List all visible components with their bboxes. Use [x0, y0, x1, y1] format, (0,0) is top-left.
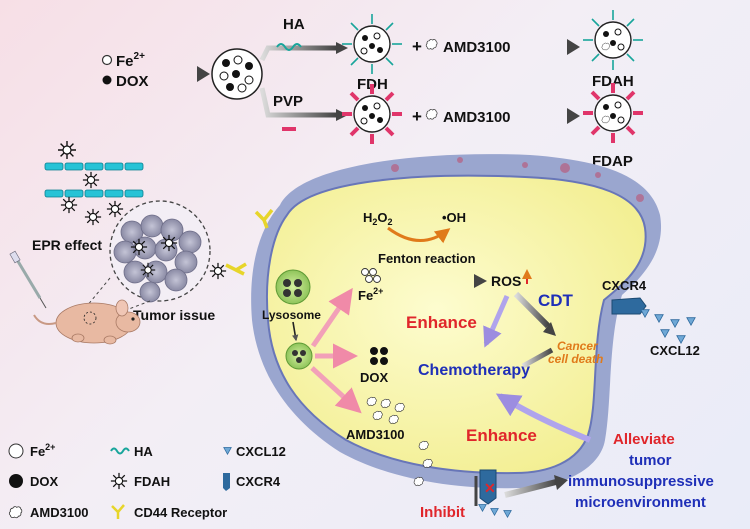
legend-cxcl12-label: CXCL12: [236, 444, 286, 459]
arrow-to-amd: [310, 366, 362, 414]
fdah-particle: [106, 200, 124, 218]
enhance-arrow-2: [495, 393, 592, 443]
syringe-icon: [9, 250, 47, 309]
dox-dot: [102, 75, 112, 85]
tumor-label: tumor: [629, 452, 672, 469]
tumor-issue-label: Tumor issue: [133, 307, 215, 323]
enhance-label-1: Enhance: [406, 313, 477, 332]
alleviate-label: Alleviate: [613, 431, 675, 448]
ros-to-death-arrow: [513, 291, 551, 329]
legend-dox-label: DOX: [30, 474, 59, 489]
amd-label-2: AMD3100: [443, 109, 511, 126]
fdap-label: FDAP: [592, 153, 633, 170]
fdah-particle: [60, 196, 78, 214]
legend-ha-label: HA: [134, 444, 153, 459]
death-line1: Cancer: [557, 339, 599, 353]
cell-amd-label: AMD3100: [346, 427, 405, 442]
amd-label-1: AMD3100: [443, 39, 511, 56]
enhance-label-2: Enhance: [466, 426, 537, 445]
lysosome: [275, 269, 311, 305]
legend-cd44-label: CD44 Receptor: [134, 505, 227, 520]
lysosome-release-arrow: [292, 321, 299, 342]
fdah-particle: [209, 262, 227, 280]
core-nanoparticle: [211, 48, 263, 100]
cdt-label: CDT: [538, 291, 574, 310]
cxcr4-receptor-bottom: [479, 469, 497, 505]
to-microenv-arrow: [504, 479, 557, 498]
fdah-particle: [84, 208, 102, 226]
lysosome-label: Lysosome: [262, 308, 321, 322]
mouse-illustration: [33, 299, 141, 345]
legend-cxcr4-label: CXCR4: [236, 474, 281, 489]
fe-label: Fe2+: [116, 51, 145, 70]
legend-fdah-label: FDAH: [134, 474, 170, 489]
legend-cxcr4-icon: [223, 473, 230, 491]
ha-label: HA: [283, 16, 305, 33]
h2o2-label: H2O2: [363, 210, 393, 227]
fdah-nanoparticle: [583, 10, 643, 70]
endosome: [285, 342, 313, 370]
epr-label: EPR effect: [32, 237, 102, 253]
immuno-label: immunosuppressive: [568, 473, 714, 490]
plus-1: +: [412, 37, 422, 56]
amd-icon-1: [425, 39, 438, 50]
ha-strand-icon: [276, 43, 302, 51]
dox-label: DOX: [116, 73, 149, 90]
pvp-spike-icon: [282, 127, 296, 131]
blood-vessel: [44, 162, 144, 198]
fenton-label: Fenton reaction: [378, 251, 476, 266]
fe-dot: [101, 54, 113, 66]
amd-icon-2: [425, 109, 438, 120]
micro-label: microenvironment: [575, 494, 706, 511]
fe-cluster: [361, 268, 381, 283]
dox-cluster: [370, 347, 388, 365]
legend-fe-label: Fe2+: [30, 442, 55, 459]
pvp-label: PVP: [273, 93, 303, 110]
legend-amd-icon: [8, 506, 23, 519]
fdah-particle: [57, 140, 77, 160]
legend-amd-label: AMD3100: [30, 505, 89, 520]
ros-label: ROS: [491, 273, 521, 289]
legend-cd44-icon: [111, 504, 125, 519]
right-cxcl12-label: CXCL12: [650, 343, 700, 358]
ros-enhance-arrow: [483, 294, 510, 348]
oh-label: •OH: [442, 210, 466, 225]
fdh-nanoparticle: [342, 14, 402, 74]
plus-2: +: [412, 107, 422, 126]
branch-pvp: [259, 87, 336, 118]
cxcr4-receptor-right: [611, 297, 647, 315]
death-line2: cell death: [548, 352, 603, 366]
fdah-particle: [82, 171, 100, 189]
block-x-icon: ✕: [484, 480, 496, 496]
legend: Fe2+ HA CXCL12 DOX FDAH CXCR4 AMD3100 CD…: [8, 442, 286, 520]
left-section: EPR effect Tumor issue: [9, 140, 215, 345]
legend-ha-icon: [110, 447, 130, 455]
legend-cxcl12-icon: [223, 447, 232, 455]
cell-fe-label: Fe2+: [358, 286, 383, 303]
inhibit-label: Inhibit: [420, 504, 465, 521]
fdap-nanoparticle: [583, 83, 643, 143]
cell-dox-label: DOX: [360, 370, 389, 385]
chemo-to-death-arrow: [521, 347, 554, 369]
pvp-nanoparticle: [342, 84, 402, 144]
branch-ha: [259, 45, 336, 62]
legend-fdah-icon: [110, 472, 128, 490]
arrow-to-fe: [310, 287, 353, 348]
cd44-receptor: [225, 208, 274, 276]
synthesis-section: Fe2+ DOX HA PVP: [101, 10, 643, 170]
chemo-label: Chemotherapy: [418, 362, 530, 379]
fenton-arrow: [387, 226, 451, 244]
fdah-label: FDAH: [592, 73, 634, 90]
arrow-head: [197, 66, 210, 82]
right-cxcr4-label: CXCR4: [602, 278, 647, 293]
fenton-section: H2O2 •OH Fenton reaction: [363, 210, 476, 266]
